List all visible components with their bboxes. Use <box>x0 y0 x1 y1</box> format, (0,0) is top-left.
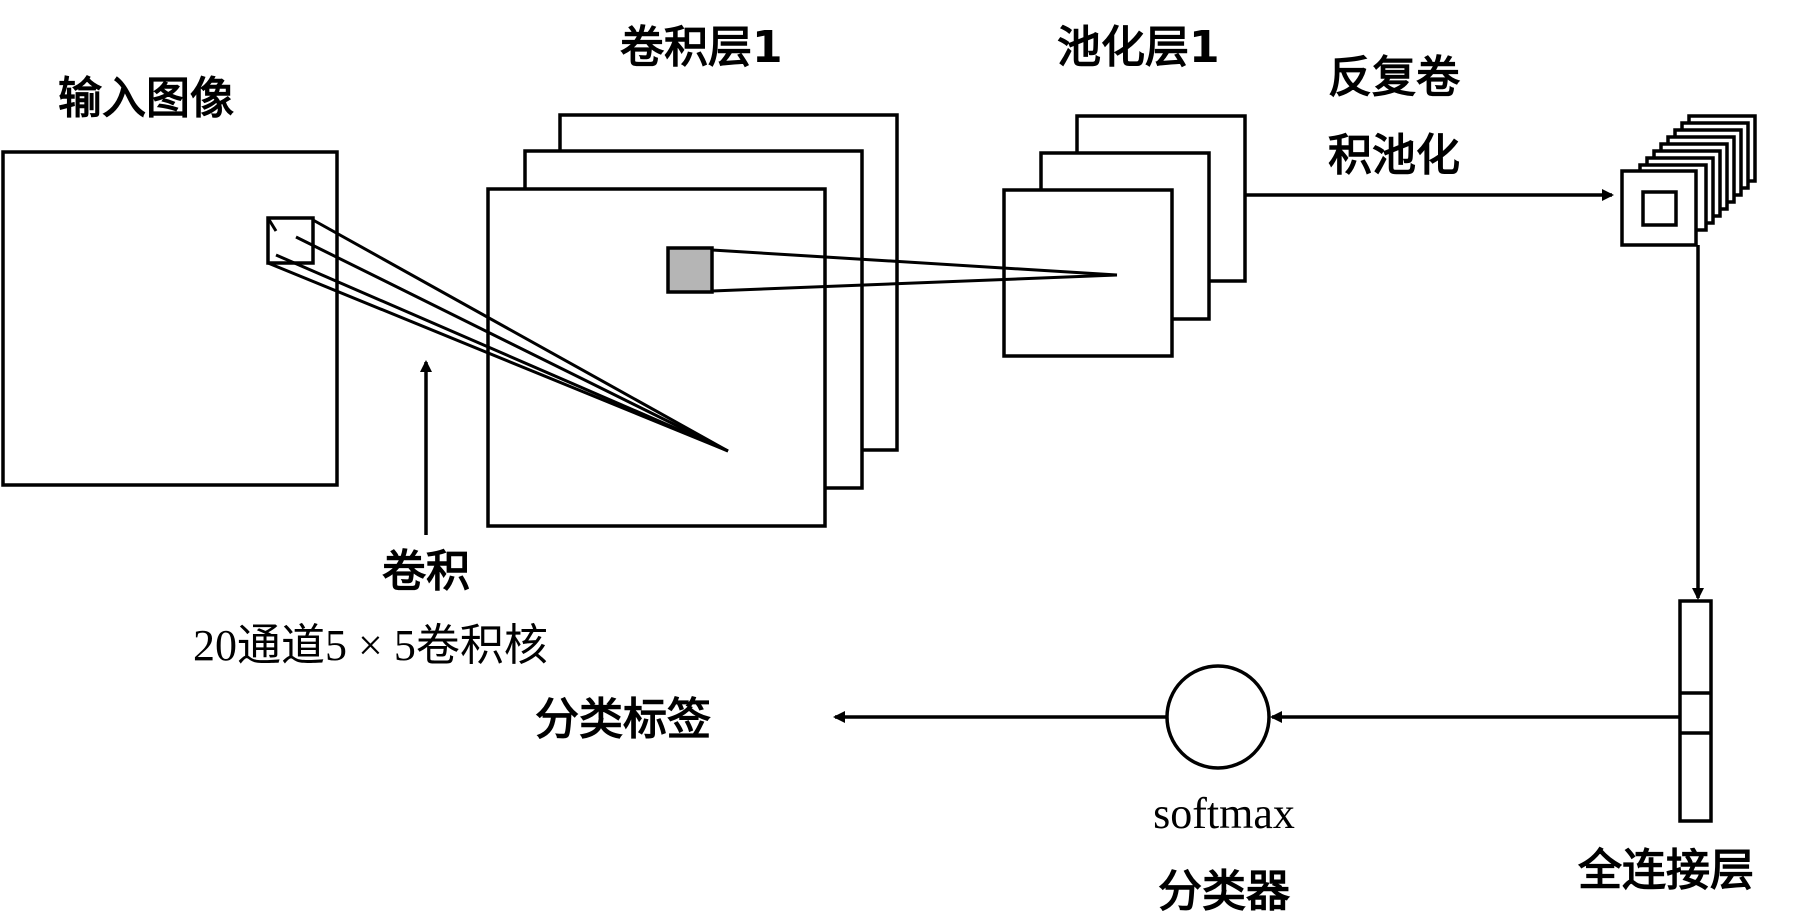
pool-layer-stack <box>1002 114 1247 358</box>
fc-layer <box>1678 599 1713 823</box>
conv-layer-stack <box>486 113 899 528</box>
input-image-label: 输入图像 <box>58 73 234 124</box>
deep-feature-stack <box>1620 114 1757 247</box>
class-label-text: 分类标签 <box>535 694 711 745</box>
conv-highlight-cell <box>666 246 714 294</box>
kernel-projection-lines <box>267 218 729 453</box>
pool-layer-label: 池化层1 <box>1057 22 1220 73</box>
conv-annotation-line2: 20通道5 × 5卷积核 <box>193 621 548 670</box>
pool-projection-lines <box>711 248 1118 293</box>
repeat-label-line1: 反复卷 <box>1328 52 1461 103</box>
softmax-node <box>1165 664 1271 770</box>
softmax-classifier-label: 分类器 <box>1158 866 1291 917</box>
input-image-box <box>1 150 339 487</box>
fc-layer-label: 全连接层 <box>1577 845 1754 896</box>
conv-layer-label: 卷积层1 <box>620 22 783 73</box>
repeat-label-line2: 积池化 <box>1328 130 1460 181</box>
softmax-label: softmax <box>1153 789 1295 838</box>
conv-annotation-line1: 卷积 <box>382 546 470 597</box>
